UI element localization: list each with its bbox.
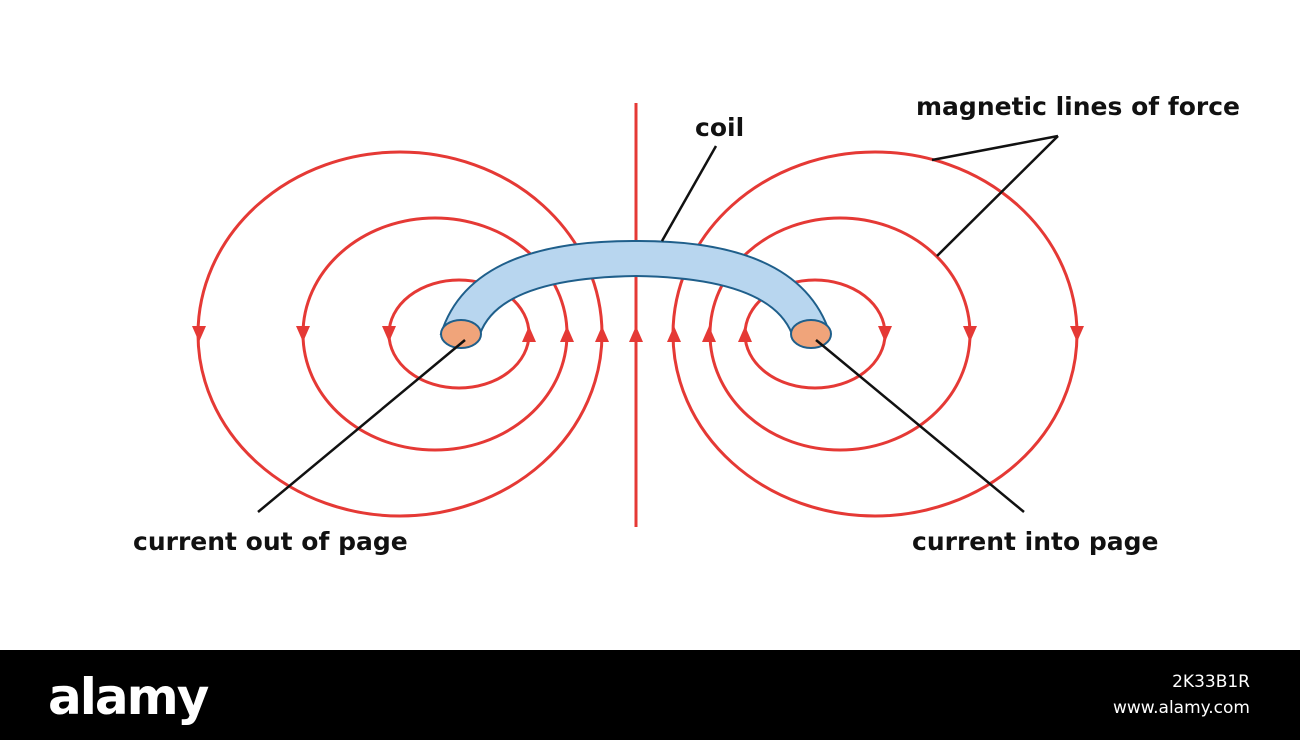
leader-magnetic-b <box>936 135 1059 257</box>
label-coil: coil <box>695 113 744 142</box>
left-field-lines <box>196 150 604 518</box>
arrow-up-left-inner <box>522 326 536 342</box>
arrow-down-right-middle <box>963 326 977 342</box>
field-direction-arrows <box>192 326 1084 342</box>
leader-magnetic-a <box>931 134 1059 162</box>
leader-lines <box>257 134 1059 513</box>
coil-end-right <box>790 319 832 349</box>
left-field-loop-outer <box>196 150 604 518</box>
leader-coil <box>660 145 718 242</box>
svg-text:alamy: alamy <box>48 668 209 726</box>
image-id: 2K33B1R <box>1172 672 1250 692</box>
label-magnetic-lines: magnetic lines of force <box>916 92 1240 121</box>
alamy-logo: alamy <box>48 668 211 726</box>
arrow-down-right-outer <box>1070 326 1084 342</box>
arrow-up-right-middle <box>702 326 716 342</box>
stock-watermark-bar: alamy 2K33B1R www.alamy.com <box>0 650 1300 740</box>
arrow-down-right-inner <box>878 326 892 342</box>
arrow-up-right-inner <box>738 326 752 342</box>
coil-end-left <box>440 319 482 349</box>
leader-current-in <box>815 339 1025 513</box>
site-url: www.alamy.com <box>1112 698 1250 718</box>
label-current-in: current into page <box>912 527 1159 556</box>
leader-current-out <box>257 339 466 513</box>
right-field-loop-outer <box>671 150 1079 518</box>
arrow-up-left-middle <box>560 326 574 342</box>
magnetic-field-diagram: coil magnetic lines of force current out… <box>133 92 1240 556</box>
label-current-out: current out of page <box>133 527 408 556</box>
arrow-up-right-outer <box>667 326 681 342</box>
arrow-up-center <box>629 326 643 342</box>
right-field-lines <box>671 150 1079 518</box>
right-field-loop-middle <box>708 216 972 452</box>
arrow-down-left-outer <box>192 326 206 342</box>
arrow-down-left-middle <box>296 326 310 342</box>
arrow-down-left-inner <box>382 326 396 342</box>
arrow-up-left-outer <box>595 326 609 342</box>
